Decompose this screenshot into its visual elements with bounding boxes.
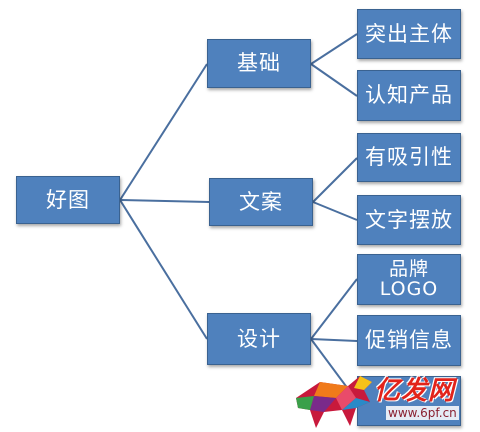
- leaf-node-brand-logo: 品牌 LOGO: [357, 254, 461, 305]
- leaf-node-promo-info: 促销信息: [357, 315, 461, 366]
- branch-node-copywriting: 文案: [209, 178, 313, 226]
- leaf-node-know-product: 认知产品: [357, 70, 461, 121]
- leaf-node-text-placement: 文字摆放: [357, 195, 461, 245]
- root-node: 好图: [16, 176, 120, 224]
- site-watermark: 亿发网 www.6pf.cn: [290, 368, 480, 432]
- watermark-brand-text: 亿发网: [374, 376, 456, 406]
- bull-logo-icon: [296, 376, 372, 428]
- branch-node-design: 设计: [207, 313, 311, 365]
- leaf-node-attractive: 有吸引性: [357, 133, 461, 182]
- branch-node-basic: 基础: [207, 39, 311, 88]
- leaf-node-highlight-subject: 突出主体: [357, 9, 461, 59]
- watermark-url-text: www.6pf.cn: [386, 406, 459, 420]
